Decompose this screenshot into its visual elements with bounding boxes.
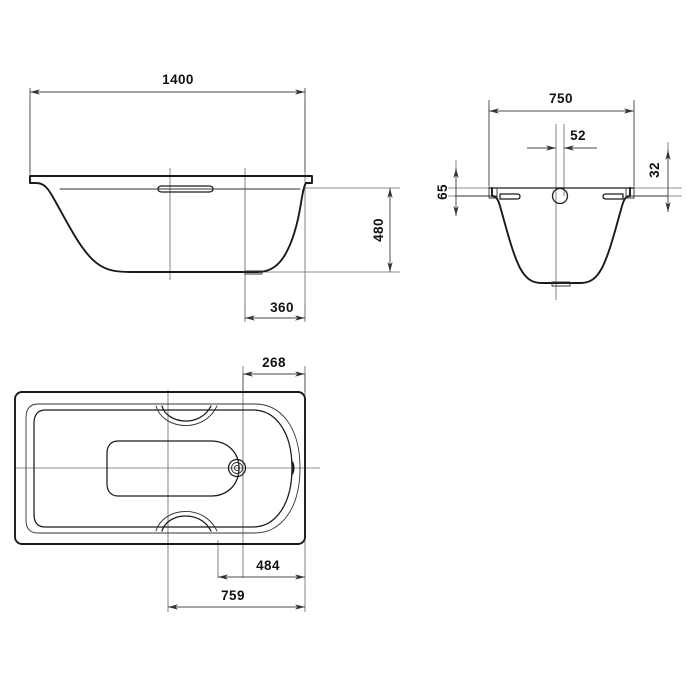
dimension-484-label: 484 [256, 558, 280, 573]
end-rim-detail [454, 187, 669, 199]
dimension-32: 32 [647, 150, 671, 212]
dimension-268: 268 [242, 355, 306, 392]
dimension-759: 759 [168, 588, 305, 610]
dimension-360-label: 360 [270, 300, 294, 315]
end-grip-handles [499, 193, 624, 200]
side-grip-handle [157, 185, 214, 193]
dimension-750: 750 [488, 91, 635, 186]
plan-drain [227, 458, 247, 478]
dimension-268-label: 268 [262, 355, 286, 370]
dimension-52-label: 52 [570, 128, 586, 143]
view-plan: 268 484 759 [14, 355, 320, 612]
dimension-1400-label: 1400 [162, 72, 194, 87]
end-overflow [551, 187, 569, 205]
dimension-750-label: 750 [549, 91, 573, 106]
plan-overflow-mark [291, 461, 295, 475]
dimension-360: 360 [245, 300, 305, 321]
side-bath-outline [29, 175, 313, 275]
dimension-32-label: 32 [647, 162, 662, 178]
view-side-elevation: 1400 480 360 [29, 72, 400, 322]
dimension-52: 52 [527, 128, 597, 151]
plan-bath-outline [14, 391, 306, 545]
dimension-484: 484 [218, 558, 305, 580]
dimension-65: 65 [435, 168, 459, 216]
plan-grip-handles [155, 405, 218, 532]
view-end-elevation: 750 52 65 32 [435, 91, 682, 300]
plan-bath-floor [106, 440, 240, 497]
dimension-480-label: 480 [371, 218, 386, 242]
dimension-1400: 1400 [29, 72, 306, 172]
dimension-65-label: 65 [435, 184, 450, 200]
end-bath-outline [488, 187, 635, 287]
dimension-759-label: 759 [221, 588, 245, 603]
dimension-480: 480 [371, 188, 393, 272]
plan-construction-lines [15, 366, 320, 612]
side-construction-lines [29, 100, 400, 322]
